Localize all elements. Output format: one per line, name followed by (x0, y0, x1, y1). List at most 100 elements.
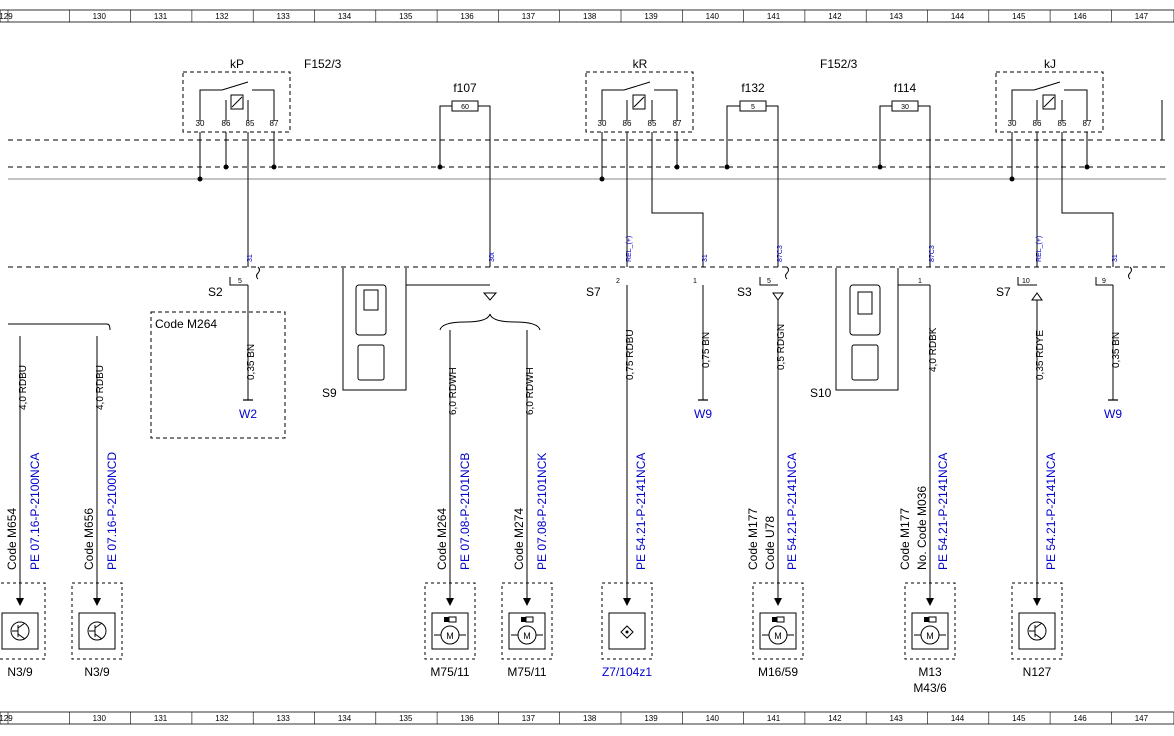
svg-text:M: M (523, 631, 531, 641)
component-box (1011, 582, 1063, 660)
svg-text:5: 5 (238, 278, 242, 285)
svg-text:M75/11: M75/11 (430, 665, 469, 679)
svg-text:N127: N127 (1023, 665, 1052, 679)
svg-text:87: 87 (1083, 119, 1092, 128)
svg-text:30: 30 (901, 104, 909, 111)
ruler-column-label: 129 (0, 12, 13, 21)
svg-text:60: 60 (461, 104, 469, 111)
svg-text:PE 07.08-P-2101NCK: PE 07.08-P-2101NCK (535, 453, 549, 570)
ruler-column-label: 136 (460, 714, 474, 723)
svg-text:87: 87 (270, 119, 279, 128)
ruler-column-label: 129 (0, 714, 13, 723)
branch-wires (19, 285, 1118, 600)
ruler-column-label: 141 (767, 12, 781, 21)
ruler-column-label: 147 (1135, 12, 1149, 21)
svg-text:M: M (446, 631, 454, 641)
svg-text:f107: f107 (453, 81, 477, 95)
switch-s9: S9 30t (322, 252, 541, 400)
svg-text:Code M177: Code M177 (746, 508, 760, 570)
svg-text:S2: S2 (208, 285, 223, 299)
ruler-column-label: 138 (583, 714, 597, 723)
svg-text:f114: f114 (894, 81, 917, 95)
svg-text:No. Code M036: No. Code M036 (915, 486, 929, 570)
svg-text:30: 30 (598, 119, 607, 128)
ruler-column-label: 145 (1012, 714, 1026, 723)
svg-text:Code M274: Code M274 (512, 508, 526, 570)
svg-text:85: 85 (648, 119, 657, 128)
fuse-f114: f114 30 (879, 81, 931, 267)
relay-kp: kP 30 86 85 87 (182, 57, 291, 133)
svg-text:PE 54.21-P-2141NCA: PE 54.21-P-2141NCA (1044, 453, 1058, 570)
ruler-column-label: 139 (644, 714, 658, 723)
svg-text:5: 5 (751, 104, 755, 111)
ruler-column-label: 133 (277, 714, 291, 723)
ruler-column-label: 140 (706, 714, 720, 723)
svg-text:PE 54.21-P-2141NCA: PE 54.21-P-2141NCA (785, 453, 799, 570)
svg-text:PE 54.21-P-2141NCA: PE 54.21-P-2141NCA (936, 453, 950, 570)
connector-s3: S3 5 87C3 (737, 245, 789, 301)
fuse-box-label-1: F152/3 (304, 57, 342, 71)
svg-text:30: 30 (196, 119, 205, 128)
ruler-column-label: 135 (399, 12, 413, 21)
svg-text:PE 07.08-P-2101NCB: PE 07.08-P-2101NCB (458, 453, 472, 570)
ground-ref-w2: W2 (239, 407, 257, 421)
ruler-column-label: 130 (93, 714, 107, 723)
code-box-m264: Code M264 (150, 311, 286, 439)
ruler-column-label: 143 (890, 12, 904, 21)
svg-text:87: 87 (673, 119, 682, 128)
svg-text:5: 5 (767, 278, 771, 285)
svg-text:87C3: 87C3 (929, 245, 936, 262)
component-box (0, 582, 46, 660)
svg-text:Z7/104z1: Z7/104z1 (602, 665, 652, 679)
svg-text:Code M264: Code M264 (435, 508, 449, 570)
svg-text:4,0 RDBU: 4,0 RDBU (18, 365, 29, 410)
ruler-column-label: 131 (154, 12, 168, 21)
ruler-column-label: 142 (828, 12, 842, 21)
svg-text:9: 9 (1102, 278, 1106, 285)
svg-text:0,75 BN: 0,75 BN (701, 332, 712, 368)
component-box: M (501, 582, 553, 660)
svg-text:PE 07.16-P-2100NCA: PE 07.16-P-2100NCA (28, 453, 42, 570)
relay-kj: kJ 30 86 85 87 (995, 57, 1104, 133)
svg-text:4,0 RDBK: 4,0 RDBK (928, 327, 939, 372)
connector-s7-1: 1 31 (693, 254, 709, 285)
svg-text:1: 1 (918, 278, 922, 285)
ruler-column-label: 133 (277, 12, 291, 21)
relay-kr: kR 30 86 85 87 (585, 57, 694, 133)
svg-text:85: 85 (246, 119, 255, 128)
svg-text:30t: 30t (489, 252, 496, 262)
svg-text:86: 86 (623, 119, 632, 128)
svg-text:S9: S9 (322, 386, 337, 400)
svg-text:N3/9: N3/9 (7, 665, 33, 679)
svg-text:1: 1 (693, 278, 697, 285)
svg-text:Code M177: Code M177 (898, 508, 912, 570)
ruler-column-label: 135 (399, 714, 413, 723)
component-names: N3/9 N3/9 M75/11 M75/11 Z7/104z1 M16/59 … (7, 665, 1051, 695)
connector-s7-10: S7 10 REL_(+) (996, 236, 1043, 301)
ruler-column-label: 136 (460, 12, 474, 21)
svg-text:M16/59: M16/59 (758, 665, 798, 679)
branch-labels: Code M654 PE 07.16-P-2100NCA Code M656 P… (5, 452, 1058, 570)
svg-text:M75/11: M75/11 (507, 665, 546, 679)
svg-text:0,35 BN: 0,35 BN (1111, 332, 1122, 368)
fuse-f132: f132 5 (726, 81, 779, 267)
component-box (71, 582, 123, 660)
svg-text:30: 30 (1008, 119, 1017, 128)
svg-text:31: 31 (1112, 254, 1119, 262)
connector-s7-9: 9 31 (1095, 254, 1132, 286)
svg-text:S10: S10 (810, 386, 832, 400)
svg-text:S3: S3 (737, 285, 752, 299)
fuse-box-label-2: F152/3 (820, 57, 858, 71)
svg-text:Code M654: Code M654 (5, 508, 19, 570)
ruler-column-label: 140 (706, 12, 720, 21)
svg-text:M: M (774, 631, 782, 641)
svg-text:M: M (926, 631, 934, 641)
ruler-column-label: 138 (583, 12, 597, 21)
svg-text:86: 86 (1033, 119, 1042, 128)
svg-text:31: 31 (247, 254, 254, 262)
ruler-column-label: 134 (338, 714, 352, 723)
